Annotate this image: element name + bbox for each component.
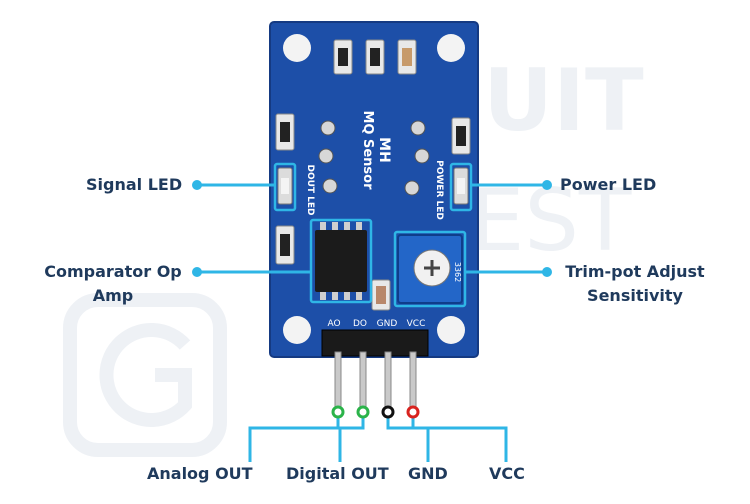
solder-pad [410,120,426,136]
header-pin [409,351,417,409]
callout-box-power-led [449,162,473,212]
pcb-board: MH MQ Sensor DOUT LED POWER LED [269,21,479,358]
mounting-hole [437,34,465,62]
header-pin-label-ao: AO [327,319,340,329]
watermark-logo [63,293,227,457]
label-digital-out: Digital OUT [286,464,389,483]
leader-line-digital-out [338,414,365,462]
solder-pad [318,148,334,164]
pin-ring-digital [356,405,370,419]
silk-title: MH [376,137,392,163]
label-vcc: VCC [489,464,525,483]
header-pin [359,351,367,409]
label-power-led: Power LED [560,175,657,194]
callout-box-trim-pot [393,230,467,308]
solder-pad [414,148,430,164]
solder-pad [404,180,420,196]
leader-dot [542,180,552,190]
pot-code: 3362 [453,262,462,282]
op-amp-ic [315,222,367,300]
leader-line-gnd [386,414,430,462]
label-comparator-op-amp: Comparator Op Amp [38,262,188,306]
pin-header [321,329,429,409]
silk-dout-led: DOUT LED [305,164,315,215]
leader-line-analog-out [248,414,340,462]
leader-dot [192,180,202,190]
label-comparator-line2: Amp [92,286,134,305]
label-trim-pot: Trim-pot Adjust Sensitivity [556,262,714,306]
header-pin-label-gnd: GND [377,319,398,329]
callout-box-signal-led [273,162,297,212]
label-trim-pot-line2: Sensitivity [587,286,683,305]
mounting-hole [437,316,465,344]
mounting-hole [283,316,311,344]
header-pin-label-vcc: VCC [407,319,426,329]
callout-box-comparator [309,218,373,304]
label-gnd: GND [408,464,448,483]
label-signal-led: Signal LED [86,175,183,194]
leader-dot [542,267,552,277]
pin-ring-analog [331,405,345,419]
solder-pad [322,178,338,194]
label-trim-pot-line1: Trim-pot Adjust [565,262,705,281]
header-pin [384,351,392,409]
mounting-hole [283,34,311,62]
label-analog-out: Analog OUT [147,464,253,483]
label-comparator-line1: Comparator Op [44,262,182,281]
solder-pad [320,120,336,136]
header-pin-label-do: DO [353,319,367,329]
header-pin [334,351,342,409]
trim-pot: 3362 [397,234,463,304]
pin-ring-vcc [406,405,420,419]
pin-ring-gnd [381,405,395,419]
leader-line-vcc [411,414,508,462]
silk-power-led: POWER LED [434,160,444,220]
leader-dot [192,267,202,277]
silk-subtitle: MQ Sensor [360,110,375,190]
